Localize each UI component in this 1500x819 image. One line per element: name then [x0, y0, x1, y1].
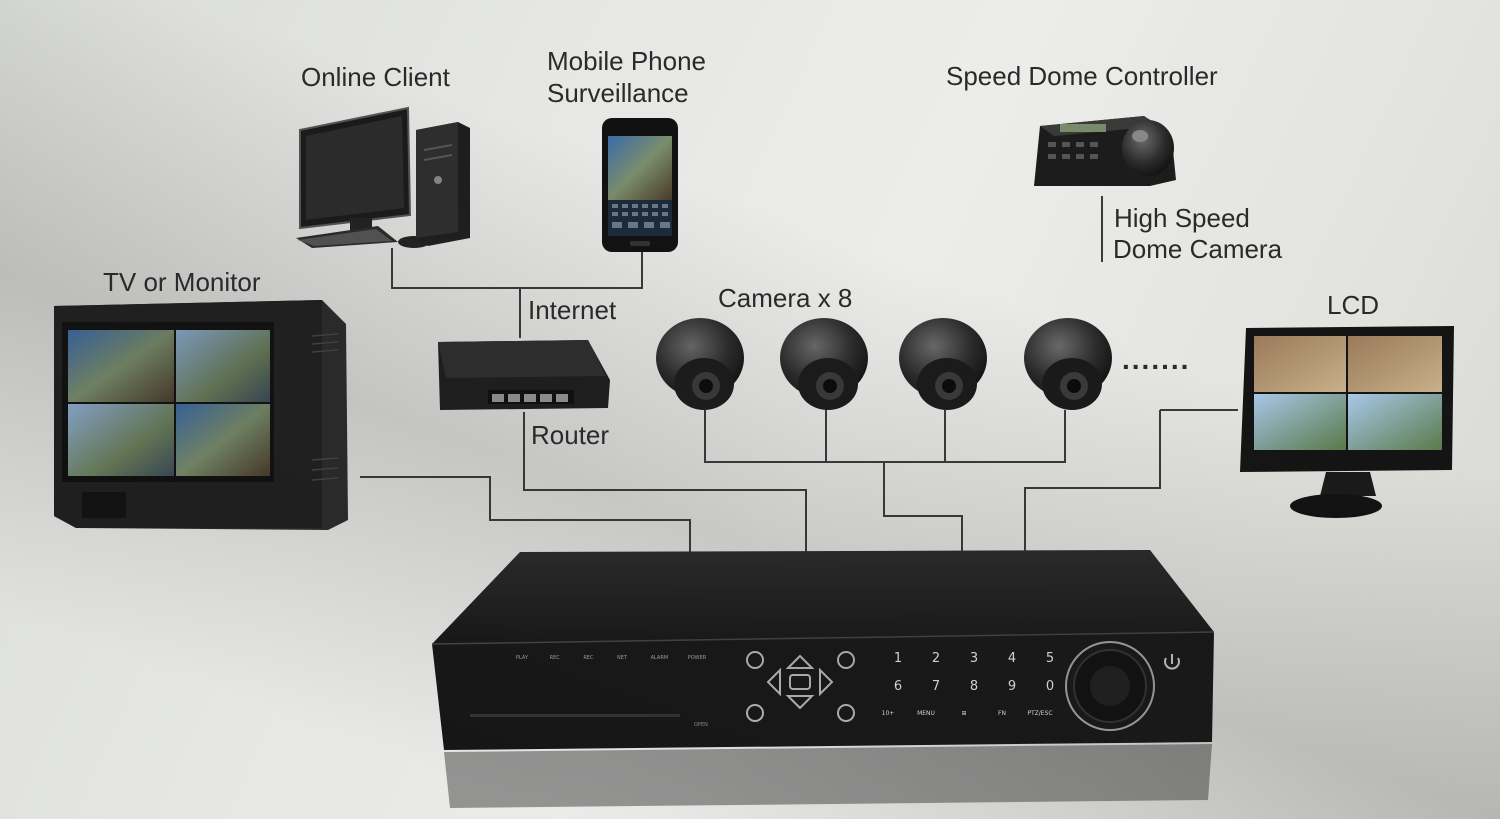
key-multiscreen: ⊞	[961, 710, 967, 717]
line-cameras-dvr	[883, 462, 963, 552]
label-mobile-line2: Surveillance	[547, 78, 689, 108]
key-6: 6	[893, 679, 903, 694]
dvr-dpad	[766, 654, 834, 710]
online-client-computer	[296, 106, 470, 248]
key-ptz-esc: PTZ/ESC	[1027, 710, 1053, 717]
dvr-recorder	[431, 550, 1215, 808]
dvr-keypad-row1: 1 2 3 4 5	[879, 651, 1069, 666]
label-router: Router	[531, 420, 610, 450]
dvr-open-label: OPEN	[694, 722, 708, 728]
lcd-monitor	[1240, 326, 1454, 518]
key-1: 1	[893, 651, 903, 666]
indicator-play: PLAY	[516, 655, 529, 661]
dome-camera-3	[899, 318, 987, 410]
dvr-indicators: PLAY REC REC NET ALARM POWER	[516, 655, 706, 661]
key-0: 0	[1045, 679, 1055, 694]
key-5: 5	[1045, 651, 1055, 666]
router	[438, 340, 610, 410]
key-menu: MENU	[917, 710, 935, 717]
label-tv-or-monitor: TV or Monitor	[103, 267, 261, 297]
label-high-speed-line1: High Speed	[1114, 203, 1250, 233]
mobile-phone	[602, 118, 678, 252]
indicator-rec: REC	[549, 655, 560, 661]
label-camera-x8: Camera x 8	[718, 283, 853, 313]
connection-lines	[360, 196, 1238, 552]
line-phone-router	[520, 250, 643, 289]
label-lcd: LCD	[1327, 290, 1380, 320]
dvr-keypad-row3: 10+ MENU ⊞ FN PTZ/ESC	[869, 710, 1059, 717]
key-fn: FN	[998, 710, 1006, 717]
dome-camera-4	[1024, 318, 1112, 410]
label-more-cameras: .......	[1122, 344, 1191, 375]
key-2: 2	[931, 651, 941, 666]
label-mobile-line1: Mobile Phone	[547, 46, 706, 76]
indicator-rec-2: REC	[583, 655, 594, 661]
key-4: 4	[1007, 651, 1017, 666]
key-10plus: 10+	[881, 710, 895, 717]
power-icon	[1164, 654, 1180, 670]
key-8: 8	[969, 679, 979, 694]
key-7: 7	[931, 679, 941, 694]
dvr-keypad-row2: 6 7 8 9 0	[879, 679, 1069, 694]
line-router-dvr	[523, 412, 807, 552]
key-3: 3	[969, 651, 979, 666]
speed-dome-controller	[1034, 116, 1176, 186]
line-lcd-dvr	[1024, 410, 1161, 552]
label-online-client: Online Client	[301, 62, 450, 92]
indicator-net: NET	[617, 655, 628, 661]
label-speed-dome-controller: Speed Dome Controller	[946, 61, 1218, 91]
line-tv-dvr	[360, 476, 691, 552]
label-internet: Internet	[528, 295, 617, 325]
label-high-speed-line2: Dome Camera	[1113, 234, 1283, 264]
line-client-router	[391, 248, 521, 338]
line-cameras-bus	[704, 410, 1066, 463]
key-9: 9	[1007, 679, 1017, 694]
tv-monitor	[54, 300, 348, 530]
dome-camera-1	[656, 318, 744, 410]
indicator-power: POWER	[687, 655, 707, 661]
dvr-jog-dial	[1065, 641, 1155, 731]
dome-camera-2	[780, 318, 868, 410]
indicator-alarm: ALARM	[650, 655, 669, 661]
